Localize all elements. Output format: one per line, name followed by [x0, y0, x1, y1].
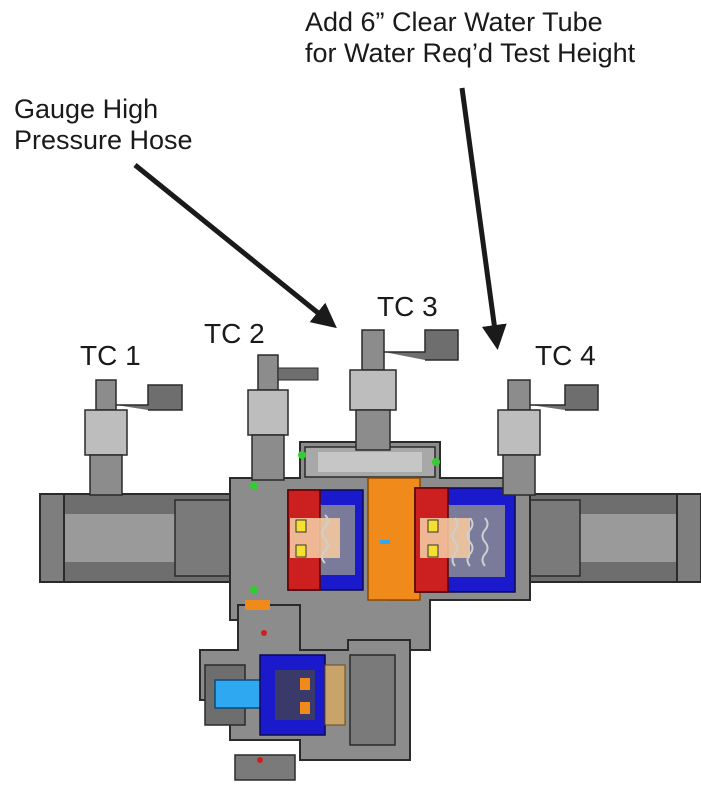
tc4-label: TC 4 [535, 340, 596, 371]
tc3-label: TC 3 [377, 291, 438, 322]
test-cock-4 [497, 379, 599, 496]
gauge-hose-callout-line-1: Gauge High [14, 94, 159, 124]
test-cock-1 [84, 379, 183, 496]
test-cock-3 [349, 329, 459, 451]
tc2-label: TC 2 [204, 318, 265, 349]
test-cock-2 [247, 354, 319, 481]
second-check-valve [414, 487, 516, 593]
water-tube-callout-line-2: for Water Req’d Test Height [305, 38, 636, 68]
tc1-label: TC 1 [80, 340, 141, 371]
gauge-hose-arrow [133, 163, 337, 329]
first-check-valve [287, 489, 364, 591]
water-tube-arrow [459, 87, 507, 350]
water-tube-callout: Add 6” Clear Water Tube for Water Req’d … [305, 7, 635, 69]
relief-valve [199, 600, 411, 781]
water-tube-callout-line-1: Add 6” Clear Water Tube [305, 7, 603, 37]
gauge-hose-callout: Gauge High Pressure Hose [14, 94, 193, 156]
gauge-hose-callout-line-2: Pressure Hose [14, 125, 193, 155]
center-module [367, 477, 421, 601]
